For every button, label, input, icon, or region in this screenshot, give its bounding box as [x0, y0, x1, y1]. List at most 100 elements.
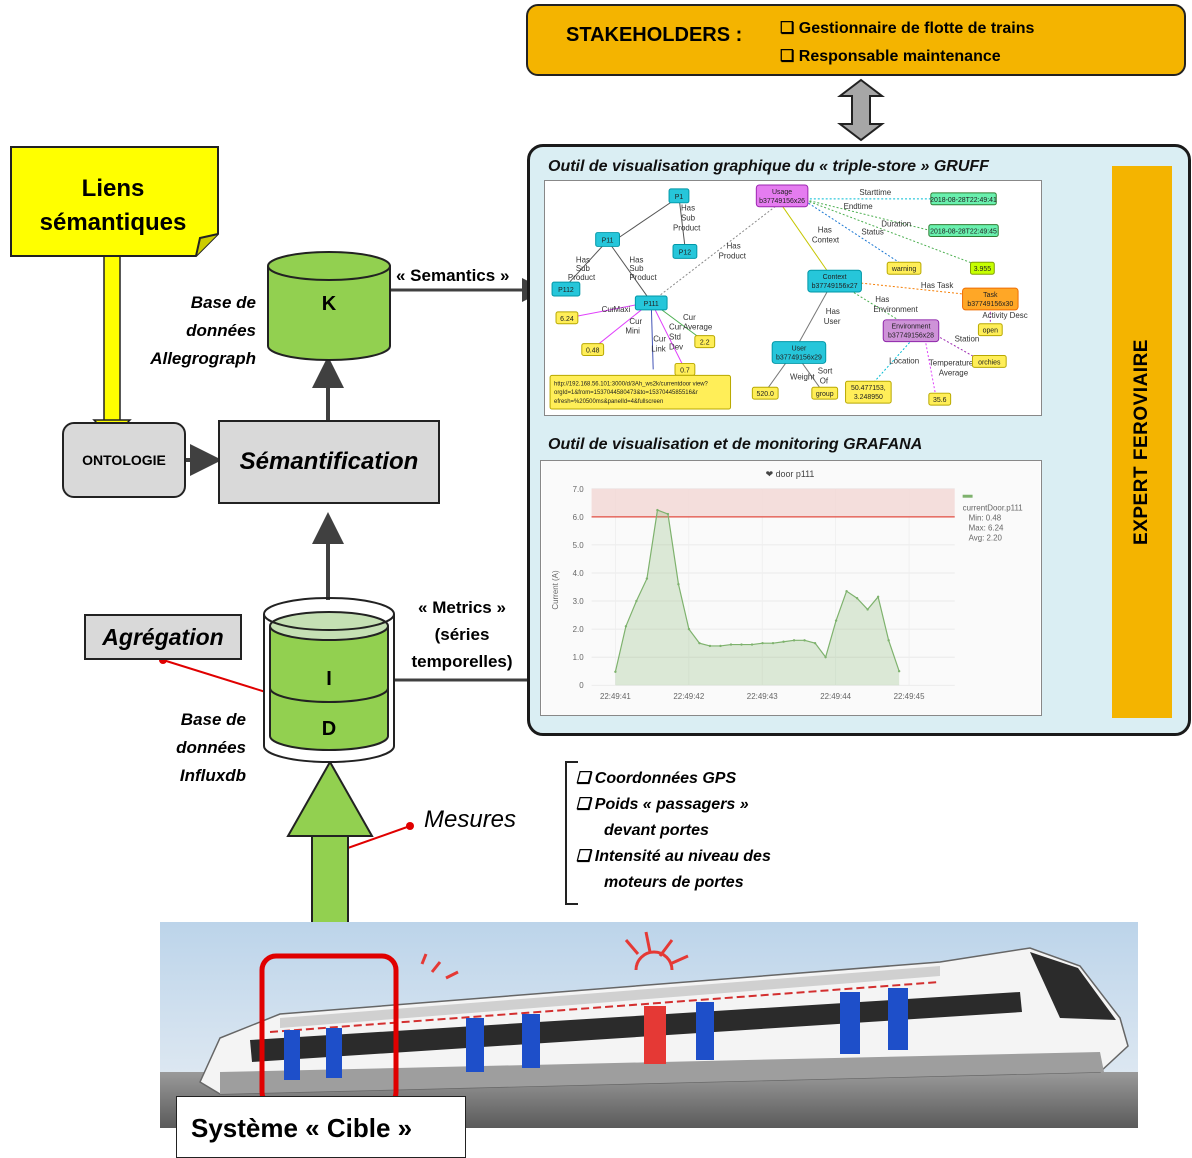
- gruff-graph-screenshot: Has Sub Product Has Sub Product Has Sub …: [544, 180, 1042, 416]
- svg-text:0.48: 0.48: [586, 348, 600, 355]
- gruff-node-user: User b37749156x29: [771, 341, 827, 364]
- edge-label: Mini: [625, 327, 640, 336]
- gruff-node-35-6: 35.6: [928, 392, 952, 406]
- svg-text:35.6: 35.6: [933, 397, 947, 404]
- edge-label: Endtime: [844, 202, 874, 211]
- data-point: [750, 643, 754, 646]
- measure-item-gps: ❏ Coordonnées GPS: [576, 770, 737, 787]
- influx-letter-i: I: [326, 668, 332, 690]
- edge-label: Of: [820, 376, 829, 385]
- grafana-title: Outil de visualisation et de monitoring …: [548, 436, 923, 453]
- mesures-label: Mesures: [424, 806, 517, 833]
- svg-text:orgId=1&from=1537044580473&to=: orgId=1&from=1537044580473&to=1537044585…: [554, 390, 698, 396]
- y-tick-label: 6.0: [573, 513, 585, 522]
- data-point: [824, 655, 827, 659]
- checkbox-icon: ❏: [576, 770, 591, 787]
- edge-label: Cur: [602, 305, 615, 314]
- svg-text:b37749156x27: b37749156x27: [812, 283, 858, 290]
- gruff-node-group: group: [811, 386, 839, 400]
- data-point: [866, 608, 869, 611]
- data-point: [834, 619, 838, 622]
- legend-max: Max: 6.24: [969, 523, 1004, 532]
- y-tick-label: 3.0: [573, 597, 585, 606]
- edge-label: Sub: [681, 214, 696, 223]
- stakeholders-title: STAKEHOLDERS :: [566, 24, 743, 46]
- edge-label: Dev: [669, 343, 683, 352]
- checkbox-icon: ❏: [576, 848, 591, 865]
- gruff-node-520: 520.0: [751, 386, 779, 400]
- edge-label: Location: [889, 356, 919, 365]
- expert-box: [1112, 166, 1172, 718]
- svg-text:P12: P12: [679, 249, 691, 256]
- x-tick-label: 22:49:44: [820, 692, 851, 701]
- data-point: [698, 641, 701, 645]
- svg-text:Context: Context: [823, 274, 847, 281]
- gruff-node-endtime: 2018-08-28T22:49:45: [928, 224, 999, 238]
- edge-label: Maxi: [614, 305, 631, 314]
- data-point: [645, 577, 649, 580]
- data-point: [656, 508, 659, 512]
- svg-text:520.0: 520.0: [757, 391, 775, 398]
- edge-label: Starttime: [859, 188, 891, 197]
- gruff-node-p1: P1: [668, 188, 690, 204]
- x-tick-label: 22:49:41: [600, 692, 631, 701]
- data-point: [761, 641, 764, 645]
- series-area: [615, 510, 900, 686]
- svg-text:Task: Task: [983, 292, 998, 299]
- legend-avg: Avg: 2.20: [969, 533, 1003, 542]
- data-point: [614, 670, 617, 673]
- edge-label: Product: [719, 251, 747, 260]
- x-tick-label: 22:49:42: [673, 692, 704, 701]
- data-point: [782, 640, 785, 643]
- gruff-node-orchies: orchies: [971, 355, 1007, 368]
- gruff-node-0-48: 0.48: [581, 343, 605, 357]
- influxdb-database-icon: [263, 597, 395, 763]
- y-tick-label: 2.0: [573, 625, 585, 634]
- svg-text:b37749156x26: b37749156x26: [759, 198, 805, 205]
- semantic-links-note: [10, 146, 219, 257]
- gruff-node-p12: P12: [672, 243, 698, 259]
- stakeholder-item-1: ❏ Gestionnaire de flotte de trains: [780, 20, 1035, 37]
- y-tick-label: 5.0: [573, 541, 585, 550]
- edge-label: Duration: [881, 220, 911, 229]
- data-point: [666, 512, 670, 516]
- gruff-node-6-24: 6.24: [555, 311, 579, 325]
- gruff-node-p111: P111: [634, 295, 668, 311]
- data-point: [813, 641, 817, 645]
- data-point: [687, 627, 691, 631]
- data-point: [635, 599, 638, 603]
- series-points: [614, 508, 901, 673]
- svg-text:b37749156x29: b37749156x29: [776, 354, 822, 361]
- y-axis-label: Current (A): [551, 570, 560, 610]
- gruff-node-usage: Usage b37749156x26: [755, 184, 809, 208]
- edge-label: Has: [818, 226, 832, 235]
- edge-label: Status: [861, 228, 883, 237]
- influx-letter-d: D: [321, 718, 337, 740]
- svg-text:6.24: 6.24: [560, 316, 574, 323]
- edge-label: Cur: [669, 323, 682, 332]
- legend: currentDoor.p111 Min: 0.48 Max: 6.24 Avg…: [962, 494, 1023, 542]
- edge-label: Has: [629, 255, 643, 264]
- data-point: [876, 595, 880, 599]
- svg-text:3.248950: 3.248950: [854, 394, 883, 401]
- edge-label: Product: [629, 273, 657, 282]
- aggregation-box: Agrégation: [84, 614, 242, 660]
- gruff-node-warning: warning: [886, 261, 922, 275]
- edge-label: Std: [669, 333, 681, 342]
- edge-label: Temperature: [929, 358, 974, 367]
- edge-label: User: [824, 317, 841, 326]
- series-line: [614, 509, 900, 672]
- data-point: [897, 670, 901, 673]
- svg-text:2018-08-28T22:49:41: 2018-08-28T22:49:41: [930, 197, 997, 204]
- y-tick-label: 7.0: [573, 485, 585, 494]
- data-point: [708, 644, 712, 648]
- edge-label: Cur: [653, 335, 666, 344]
- gruff-node-environment: Environment b37749156x28: [882, 319, 940, 343]
- svg-text:0.7: 0.7: [680, 367, 690, 374]
- edge-label: Station: [955, 335, 980, 344]
- heart-icon: ❤: [766, 469, 776, 479]
- data-point: [624, 625, 628, 628]
- gruff-node-coordinates: 50.477153, 3.248950: [845, 380, 892, 404]
- edge-label: Cur: [629, 317, 642, 326]
